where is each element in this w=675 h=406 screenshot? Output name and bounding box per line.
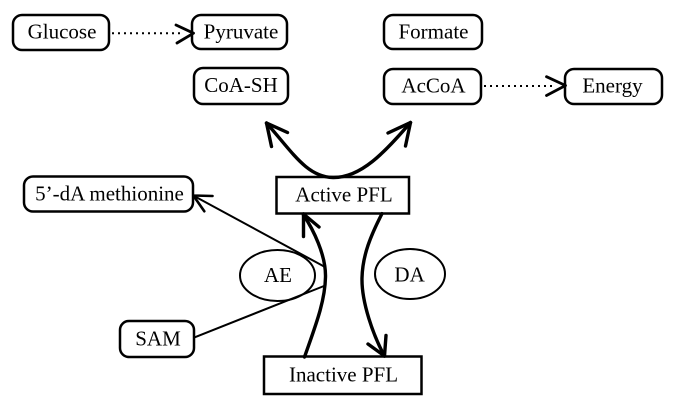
svg-text:CoA-SH: CoA-SH (204, 73, 278, 97)
svg-text:AE: AE (264, 263, 292, 287)
svg-text:Glucose: Glucose (28, 19, 97, 43)
svg-text:5’-dA methionine: 5’-dA methionine (35, 181, 184, 205)
svg-text:Pyruvate: Pyruvate (204, 20, 279, 44)
svg-text:Energy: Energy (582, 74, 643, 98)
svg-text:AcCoA: AcCoA (401, 74, 466, 98)
svg-text:DA: DA (394, 262, 425, 286)
svg-text:Formate: Formate (399, 20, 469, 44)
svg-text:SAM: SAM (135, 326, 181, 350)
svg-text:Active PFL: Active PFL (295, 182, 392, 206)
svg-text:Inactive PFL: Inactive PFL (289, 362, 398, 386)
